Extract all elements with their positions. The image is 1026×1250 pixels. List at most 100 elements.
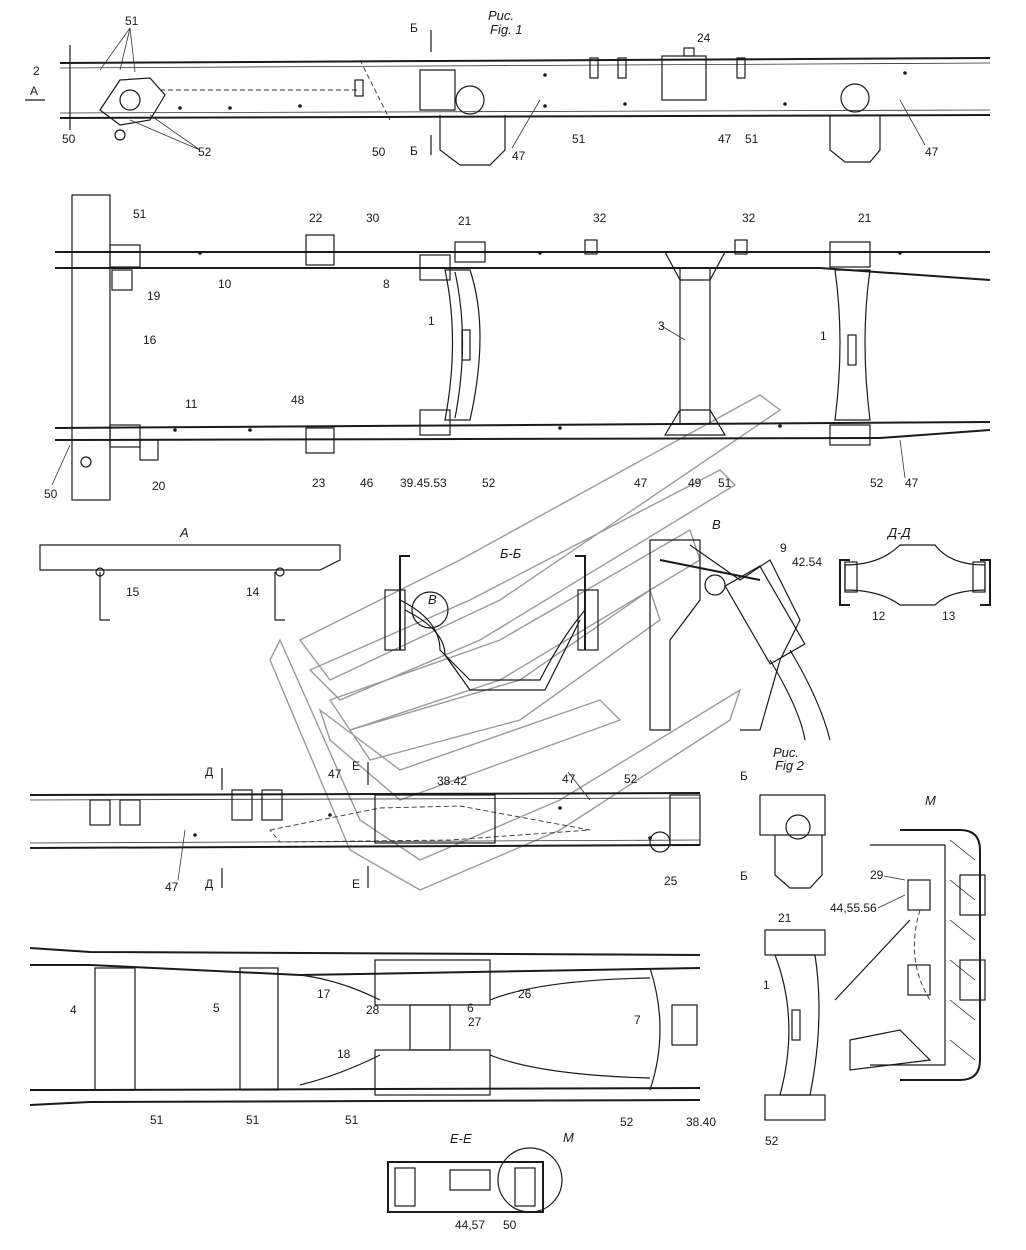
rivets [173,71,907,840]
callout-32: 32 [742,211,756,225]
fig1-caption-en: Fig. 1 [490,22,523,37]
callout-12: 12 [872,609,886,623]
callout-26: 26 [518,987,532,1001]
callouts-fig2: 47 38.42 47 52 47 25 29 44,55.56 21 1 52 [165,767,884,1148]
callout-44-55-56: 44,55.56 [830,901,877,915]
view-a [39,544,341,621]
mark-e-top: Е [352,759,360,773]
section-dd [839,544,991,606]
callout-47: 47 [925,145,939,159]
callout-42-54: 42.54 [792,555,822,569]
callout-52: 52 [198,145,212,159]
callout-8: 8 [383,277,390,291]
callout-51: 51 [133,207,147,221]
leader-lines [51,27,926,909]
view-title-ee: Е-Е [450,1131,472,1146]
callout-32: 32 [593,211,607,225]
callout-39-45-53: 39.45.53 [400,476,447,490]
mark-b-fig2-top: Б [740,769,748,783]
callout-47: 47 [718,132,732,146]
callout-50: 50 [372,145,386,159]
callout-52: 52 [620,1115,634,1129]
callout-50: 50 [44,487,58,501]
view-title-m: М [925,793,936,808]
section-ee [387,1147,563,1213]
mark-d-top: Д [205,765,213,779]
callout-47: 47 [905,476,919,490]
callout-30: 30 [366,211,380,225]
mark-e-bottom: Е [352,877,360,891]
callout-4: 4 [70,1003,77,1017]
callout-44-57: 44,57 [455,1218,485,1232]
view-titles: A Б-Б В В Д-Д Е-Е М М [179,517,936,1146]
plan-view [54,194,991,501]
callout-50: 50 [62,132,76,146]
view-title-m-small: М [563,1130,574,1145]
callout-52: 52 [870,476,884,490]
callout-6: 6 [467,1001,474,1015]
detail-v [649,539,831,741]
mark-d-bottom: Д [205,877,213,891]
mark-b-bottom: Б [410,144,418,158]
fig2-bracket-view [759,794,826,889]
callout-7: 7 [634,1013,641,1027]
callout-51: 51 [150,1113,164,1127]
fig2-crossmember-view [764,929,826,1121]
callout-52: 52 [482,476,496,490]
callout-47: 47 [634,476,648,490]
callout-46: 46 [360,476,374,490]
callout-21: 21 [778,911,792,925]
callout-47: 47 [512,149,526,163]
callout-51: 51 [572,132,586,146]
callout-28: 28 [366,1003,380,1017]
callout-48: 48 [291,393,305,407]
fig2-caption-en: Fig 2 [775,758,805,773]
callout-51: 51 [718,476,732,490]
callout-11: 11 [185,397,198,411]
callout-21: 21 [858,211,872,225]
callout-52: 52 [765,1134,779,1148]
section-marks: А Б Б Д Д Е Е Б Б [25,21,748,891]
view-title-v: В [712,517,721,532]
bottom-plan-view [29,947,701,1106]
callout-51: 51 [125,14,139,28]
callouts-top: 51 2 50 52 50 47 51 24 47 51 47 [33,14,939,163]
view-title-bb: Б-Б [500,546,522,561]
view-title-dd: Д-Д [886,525,911,540]
callout-50: 50 [503,1218,517,1232]
callout-18: 18 [337,1047,351,1061]
view-title-a: A [179,525,189,540]
figure2-caption: Рис. Fig 2 [773,745,805,773]
callout-29: 29 [870,868,884,882]
callout-10: 10 [218,277,232,291]
callouts-plan: 51 22 30 21 32 32 21 19 10 8 1 3 1 16 11… [44,207,919,501]
callout-5: 5 [213,1001,220,1015]
callout-14: 14 [246,585,260,599]
mark-b-top: Б [410,21,418,35]
callout-22: 22 [309,211,323,225]
callouts-middle: 15 14 9 42.54 12 13 [126,541,956,623]
callout-51: 51 [345,1113,359,1127]
top-side-view [59,45,991,166]
callout-38-42: 38.42 [437,774,467,788]
callout-23: 23 [312,476,326,490]
callout-19: 19 [147,289,161,303]
callout-51: 51 [246,1113,260,1127]
callout-49: 49 [688,476,702,490]
figure1-caption: Рис. Fig. 1 [488,8,523,37]
fig2-caption-ru: Рис. [773,745,799,760]
callout-1: 1 [428,314,435,328]
watermark-logo [269,394,782,891]
mark-b-fig2-bottom: Б [740,869,748,883]
callout-20: 20 [152,479,166,493]
callout-13: 13 [942,609,956,623]
callout-24: 24 [697,31,711,45]
view-title-v-small: В [428,592,437,607]
callout-47: 47 [328,767,342,781]
callout-51: 51 [745,132,759,146]
fig2-side-view [29,789,701,853]
callout-1: 1 [820,329,827,343]
callout-21: 21 [458,214,472,228]
fig1-caption-ru: Рис. [488,8,514,23]
